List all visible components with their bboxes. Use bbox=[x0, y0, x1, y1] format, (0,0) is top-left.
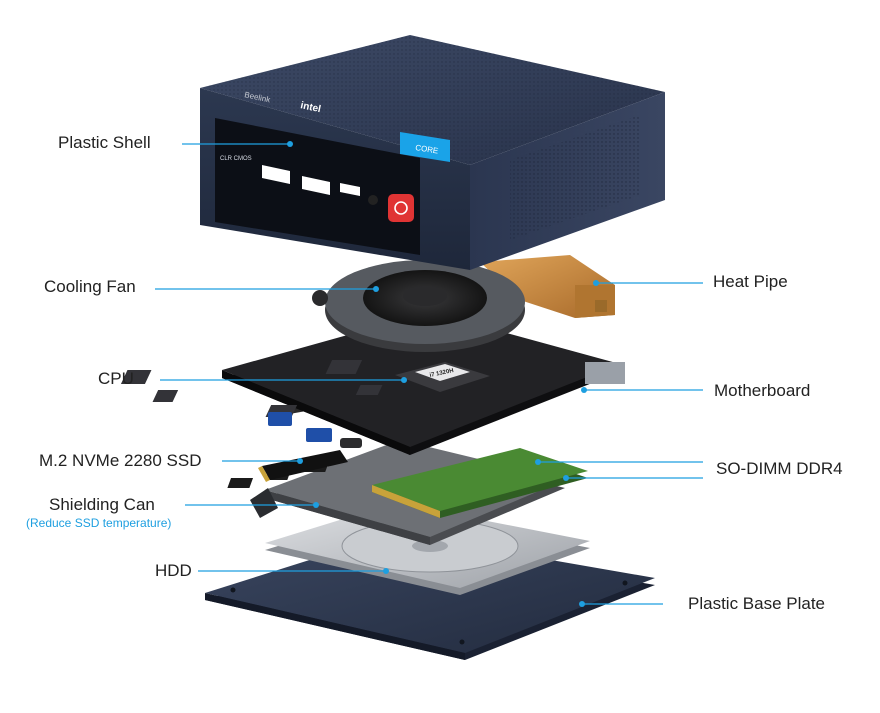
intel-logo: intel bbox=[299, 100, 322, 115]
label-cooling-fan: Cooling Fan bbox=[44, 277, 136, 296]
power-button[interactable] bbox=[388, 194, 414, 222]
cpu-chip: i7 1320H bbox=[395, 362, 490, 392]
hdd bbox=[265, 503, 590, 595]
cpu-badge-text: CORE bbox=[415, 143, 439, 156]
io-ports bbox=[268, 362, 625, 448]
plastic-shell: CLR CMOS Beelink intel CORE bbox=[200, 35, 665, 270]
leader-lines bbox=[155, 143, 703, 605]
front-port-label: CLR CMOS bbox=[220, 156, 252, 162]
cpu-marking: i7 1320H bbox=[429, 368, 454, 379]
cpu-badge: CORE bbox=[400, 132, 450, 162]
leader-dots bbox=[287, 141, 599, 607]
label-ssd: M.2 NVMe 2280 SSD bbox=[39, 451, 202, 470]
ram-module bbox=[227, 448, 588, 518]
heat-pipe bbox=[480, 255, 615, 318]
label-ram: SO-DIMM DDR4 bbox=[716, 459, 843, 478]
label-shielding-can-note: (Reduce SSD temperature) bbox=[26, 516, 172, 530]
label-plastic-shell: Plastic Shell bbox=[58, 133, 151, 152]
label-motherboard: Motherboard bbox=[714, 381, 811, 400]
label-shielding-can: Shielding Can bbox=[49, 495, 155, 514]
label-base-plate: Plastic Base Plate bbox=[688, 594, 826, 613]
label-heat-pipe: Heat Pipe bbox=[713, 272, 788, 291]
label-cpu: CPU bbox=[98, 369, 134, 388]
motherboard: i7 1320H bbox=[120, 312, 625, 455]
label-hdd: HDD bbox=[155, 561, 192, 580]
